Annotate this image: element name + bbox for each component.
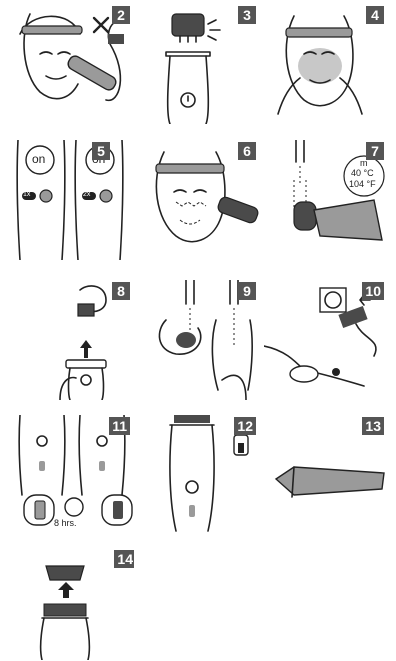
panel-3: 3: [136, 4, 260, 124]
step-number: 14: [114, 550, 134, 568]
step-number: 8: [112, 282, 130, 300]
step-number: 9: [238, 282, 256, 300]
panel-13: 13: [264, 415, 388, 535]
step-number: 7: [366, 142, 384, 160]
step-number: 5: [92, 142, 110, 160]
panel-8: 8: [10, 280, 134, 400]
step-number: 10: [362, 282, 384, 300]
press-count-label: 2x: [83, 191, 90, 198]
panel-4: 4: [264, 4, 388, 124]
panel-6: 6: [136, 140, 260, 260]
duration-label: 8 hrs.: [54, 518, 77, 528]
step-number: 13: [362, 417, 384, 435]
panel-10: 10: [264, 280, 388, 400]
on-label: on: [32, 152, 45, 166]
step-number: 11: [109, 417, 130, 435]
step-number: 6: [238, 142, 256, 160]
panel-14: 14: [10, 548, 134, 660]
step-number: 4: [366, 6, 384, 24]
panel-9: 9: [136, 280, 260, 400]
press-count-label: 1x: [23, 191, 30, 198]
step-number: 2: [112, 6, 130, 24]
panel-2: 2: [10, 4, 134, 124]
temp-line: 104 °F: [349, 179, 376, 189]
temp-line: 40 °C: [351, 168, 374, 178]
step-number: 3: [238, 6, 256, 24]
panel-5: on on 1x 2x 5: [10, 140, 134, 260]
panel-7: m 40 °C 104 °F 7: [264, 140, 388, 260]
power-button-press-illustration: [10, 140, 134, 260]
step-number: 12: [234, 417, 256, 435]
panel-12: 12: [136, 415, 260, 535]
panel-11: 8 hrs. 11: [10, 415, 134, 535]
